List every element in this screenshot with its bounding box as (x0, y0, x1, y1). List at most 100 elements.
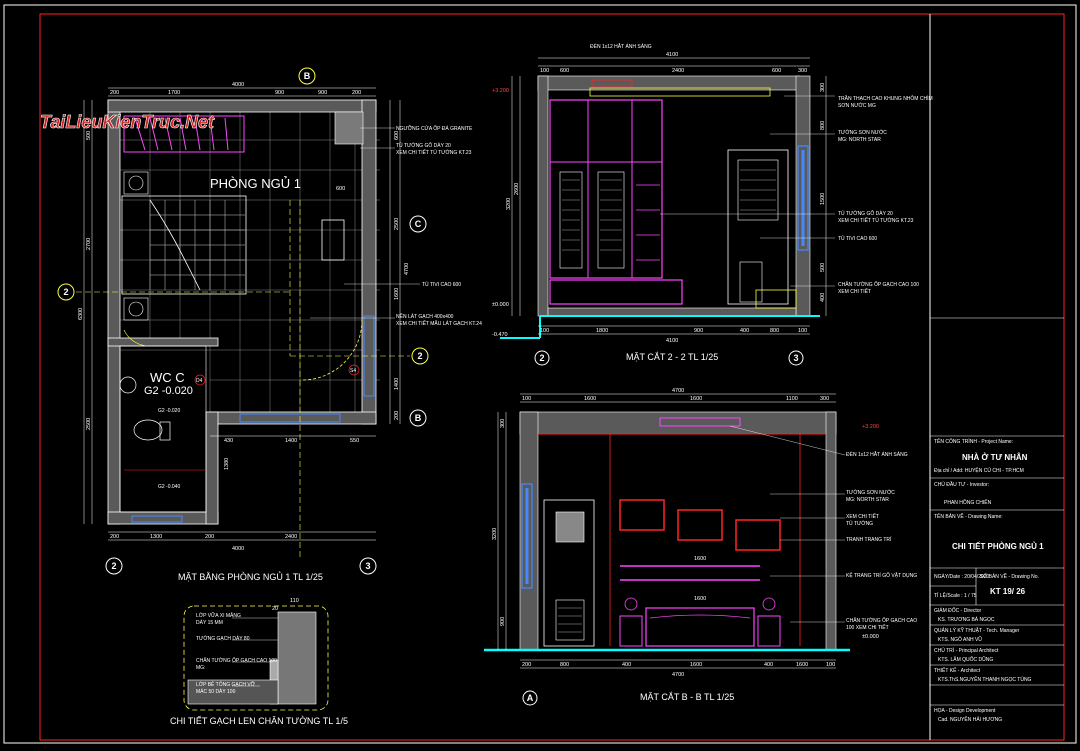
section-b-b: 4700 100 1600 1600 1100 300 300 3200 900… (484, 388, 917, 706)
sbb-note-3: XEM CHI TIẾT (846, 513, 879, 520)
level-small2: G2 -0.040 (158, 484, 180, 490)
plan-top-dim-1: 1700 (168, 90, 180, 96)
tb-scale: TỈ LỆ/Scale : 1 / 75 (934, 591, 977, 599)
sbb-bottom-total: 4700 (672, 672, 684, 678)
tb-location: Địa chỉ / Add: HUYỆN CỦ CHI - TP.HCM (934, 466, 1024, 474)
s22-note-4: TỦ TƯỜNG GỖ DÀY 20 (838, 210, 893, 217)
plan-top-total: 4000 (232, 82, 244, 88)
s22-top-dim-4: 300 (798, 68, 807, 74)
detail-note-1: DÀY 15 MM (196, 619, 223, 626)
sbb-note-0: ĐÈN 1x12 HẮT ÁNH SÁNG (846, 450, 908, 458)
sbb-dim-1600b: 1600 (694, 596, 706, 602)
baseboard-detail: LỚP VỮA XI MĂNG DÀY 15 MM TƯỜNG GẠCH DÀY… (170, 598, 348, 726)
s22-note-3: MG: NORTH STAR (838, 137, 881, 143)
plan-dim-1380: 1380 (224, 458, 230, 470)
sbb-level-zero: ±0.000 (862, 634, 879, 640)
detail-note-6: MÁC 50 DÀY 100 (196, 688, 236, 695)
sbb-left-dim-0: 300 (500, 419, 506, 428)
s22-note-2: TƯỜNG SƠN NƯỚC (838, 129, 887, 136)
axis-2-left: 2 (63, 287, 68, 297)
plan-bottom-dim-3: 2400 (285, 534, 297, 540)
detail-note-5: LỚP BÊ TÔNG GẠCH VỠ (196, 680, 256, 688)
plan-left-dim-2: 2500 (86, 418, 92, 430)
tb-chief: KTS. LÂM QUỐC DŨNG (938, 656, 993, 663)
sbb-note-1: TƯỜNG SƠN NƯỚC (846, 489, 895, 496)
plan-left-total: 6300 (78, 308, 84, 320)
plan-note-2: XEM CHI TIẾT TỦ TƯỜNG KT.23 (396, 149, 472, 156)
s22-bottom-dim-0: 100 (540, 328, 549, 334)
drawing-frame (39, 13, 1065, 741)
plan-right-dim-4: 200 (394, 411, 400, 420)
plan-bottom-total: 4000 (232, 546, 244, 552)
s22-top-dim-2: 2400 (672, 68, 684, 74)
plan-right-dim-1: 2500 (394, 218, 400, 230)
sbb-dim-1600: 1600 (694, 556, 706, 562)
tb-drafter: Cad. NGUYỄN HẢI HƯƠNG (938, 716, 1002, 723)
plan-right-dim-3: 1400 (394, 378, 400, 390)
detail-dim-0: 110 (290, 598, 299, 604)
level-small: G2 -0.020 (158, 408, 180, 414)
title-block: TÊN CÔNG TRÌNH - Project Name: NHÀ Ở TƯ … (930, 317, 1064, 723)
s22-note-1: SƠN NƯỚC MG (838, 102, 876, 109)
sbb-title: MẶT CẮT B - B TL 1/25 (640, 692, 734, 702)
tb-manager-label: QUẢN LÝ KỸ THUẬT - Tech. Manager (934, 627, 1020, 634)
detail-note-3: CHÂN TƯỜNG ỐP GẠCH CAO 100 (196, 657, 277, 664)
sbb-note-7: CHÂN TƯỜNG ỐP GẠCH CAO (846, 617, 917, 624)
tb-drawing-label: TÊN BẢN VẼ - Drawing Name: (934, 512, 1003, 520)
s22-level-zero: ±0.000 (492, 302, 509, 308)
detail-note-0: LỚP VỮA XI MĂNG (196, 612, 241, 619)
plan-top-dim-0: 200 (110, 90, 119, 96)
axis-b-right: B (415, 413, 422, 423)
detail-title: CHI TIẾT GẠCH LEN CHÂN TƯỜNG TL 1/5 (170, 716, 348, 726)
sbb-bottom-dim-5: 1600 (796, 662, 808, 668)
s22-bottom-dim-3: 400 (740, 328, 749, 334)
s22-top-note: ĐÈN 1x12 HẮT ÁNH SÁNG (590, 42, 652, 50)
s22-bottom-total: 4100 (666, 338, 678, 344)
sbb-note-4: TỦ TƯỜNG (846, 520, 873, 527)
s22-title: MẶT CẮT 2 - 2 TL 1/25 (626, 352, 718, 362)
sbb-left-dim-1: 3200 (492, 528, 498, 540)
detail-dim-1: 20 (272, 606, 278, 612)
sbb-axis-a: A (527, 693, 534, 703)
floor-plan: PHÒNG NGỦ 1 WC C G2 -0.020 G2 -0.020 G2 … (76, 82, 482, 582)
plan-right-dim-0: 600 (394, 131, 400, 140)
s22-level-top: +3.200 (492, 88, 509, 94)
plan-top-dim-4: 200 (352, 90, 361, 96)
sbb-note-6: KỆ TRANG TRÍ GỖ VẬT DỤNG (846, 571, 917, 579)
plan-note-0: NGƯỠNG CỬA ỐP ĐÁ GRANITE (396, 125, 473, 132)
s22-note-7: CHÂN TƯỜNG ỐP GẠCH CAO 100 (838, 281, 919, 288)
tb-project-label: TÊN CÔNG TRÌNH - Project Name: (934, 437, 1013, 445)
sbb-bottom-dim-6: 100 (826, 662, 835, 668)
watermark-text: TaiLieuKienTruc.Net (40, 112, 215, 132)
tb-manager: KTS. NGÔ ANH VŨ (938, 636, 982, 643)
sbb-top-total: 4700 (672, 388, 684, 394)
s22-note-0: TRẦN THẠCH CAO KHUNG NHÔM CHÌM (838, 95, 933, 102)
s22-axis-2: 2 (539, 353, 544, 363)
s22-right-dim-0: 300 (820, 83, 826, 92)
axis-b-top: B (304, 71, 311, 81)
s22-note-8: XEM CHI TIẾT (838, 288, 871, 295)
tb-project: NHÀ Ở TƯ NHÂN (962, 453, 1028, 462)
plan-top-dim-3: 900 (318, 90, 327, 96)
plan-axis-bubbles: B C B 2 2 2 3 (57, 67, 429, 575)
plan-mid-dim-2: 550 (350, 438, 359, 444)
s22-top-total: 4100 (666, 52, 678, 58)
plan-note-4: NỀN LÁT GẠCH 400x400 (396, 313, 454, 320)
sbb-top-dim-0: 100 (522, 396, 531, 402)
sbb-top-dim-1: 1600 (584, 396, 596, 402)
plan-bottom-dim-2: 200 (205, 534, 214, 540)
tag-s4: S4 (350, 368, 356, 374)
sbb-note-2: MG: NORTH STAR (846, 497, 889, 503)
s22-left-dim-0: 3200 (506, 198, 512, 210)
s22-top-dim-3: 600 (772, 68, 781, 74)
wc-level: G2 -0.020 (144, 385, 193, 397)
section-2-2: 4100 100 600 2400 600 300 ĐÈN 1x12 HẮT Á… (492, 42, 933, 366)
tb-director-label: GIÁM ĐỐC - Director (934, 607, 982, 614)
s22-right-dim-2: 1500 (820, 193, 826, 205)
tb-sheet-label: SỐ BẢN VẼ - Drawing No. (980, 573, 1039, 580)
s22-bottom-dim-2: 900 (694, 328, 703, 334)
s22-note-5: XEM CHI TIẾT TỦ TƯỜNG KT.23 (838, 217, 914, 224)
s22-right-dim-3: 500 (820, 263, 826, 272)
sbb-bottom-dim-0: 200 (522, 662, 531, 668)
